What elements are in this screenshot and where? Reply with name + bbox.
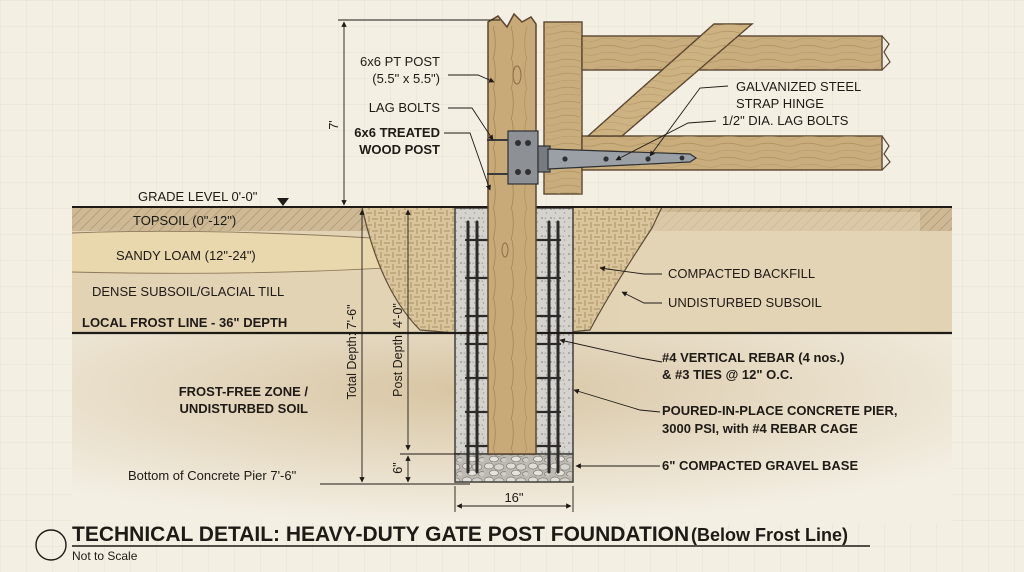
sandy-loam-layer (72, 231, 380, 274)
pier-label: POURED-IN-PLACE CONCRETE PIER, (662, 403, 897, 418)
treated-post-label-2: WOOD POST (359, 142, 440, 157)
rebar-label-2: & #3 TIES @ 12" O.C. (662, 367, 793, 382)
drawing-title-suffix: (Below Frost Line) (691, 525, 848, 545)
lag-bolts-label: LAG BOLTS (369, 100, 441, 115)
drawing-title: TECHNICAL DETAIL: HEAVY-DUTY GATE POST F… (72, 523, 689, 546)
grade-marker-icon (277, 198, 289, 206)
title-block: TECHNICAL DETAIL: HEAVY-DUTY GATE POST F… (35, 523, 870, 563)
rebar-label: #4 VERTICAL REBAR (4 nos.) (662, 350, 845, 365)
post-size-label: 6x6 PT POST (360, 54, 440, 69)
pier-bottom-label: Bottom of Concrete Pier 7'-6" (128, 468, 297, 483)
hinge-label: GALVANIZED STEEL (736, 79, 861, 94)
post-height-dim: 7' (327, 120, 341, 129)
wood-post (487, 12, 537, 455)
undisturbed-label: UNDISTURBED SUBSOIL (668, 295, 822, 310)
topsoil-label: TOPSOIL (0"-12") (133, 213, 236, 228)
dimension-lines (320, 19, 574, 512)
total-depth-dim: Total Depth: 7'-6" (345, 304, 359, 399)
pier-label-2: 3000 PSI, with #4 REBAR CAGE (662, 421, 858, 436)
hinge-label-2: STRAP HINGE (736, 96, 824, 111)
leader-lines (444, 74, 729, 469)
backfill-label: COMPACTED BACKFILL (668, 266, 815, 281)
gravel-label: 6" COMPACTED GRAVEL BASE (662, 458, 858, 473)
strap-hinge (487, 130, 698, 185)
sandy-loam-label: SANDY LOAM (12"-24") (116, 248, 256, 263)
hinge-bolts-label: 1/2" DIA. LAG BOLTS (722, 113, 849, 128)
gravel-depth-dim: 6" (391, 462, 405, 473)
pier-width-dim: 16" (504, 490, 523, 505)
post-size-dims: (5.5" x 5.5") (372, 71, 440, 86)
post-depth-dim: Post Depth: 4'-0" (391, 303, 405, 397)
treated-post-label: 6x6 TREATED (354, 125, 440, 140)
gravel-base (454, 453, 574, 483)
frost-free-label: FROST-FREE ZONE / (179, 384, 309, 399)
frost-line-label: LOCAL FROST LINE - 36" DEPTH (82, 315, 287, 330)
frost-free-label-2: UNDISTURBED SOIL (179, 401, 308, 416)
grade-level-label: GRADE LEVEL 0'-0" (138, 189, 258, 204)
detail-marker-icon (35, 529, 67, 561)
subsoil-label: DENSE SUBSOIL/GLACIAL TILL (92, 284, 284, 299)
labels: 6x6 PT POST (5.5" x 5.5") LAG BOLTS 6x6 … (82, 54, 897, 505)
scale-note: Not to Scale (72, 549, 138, 563)
